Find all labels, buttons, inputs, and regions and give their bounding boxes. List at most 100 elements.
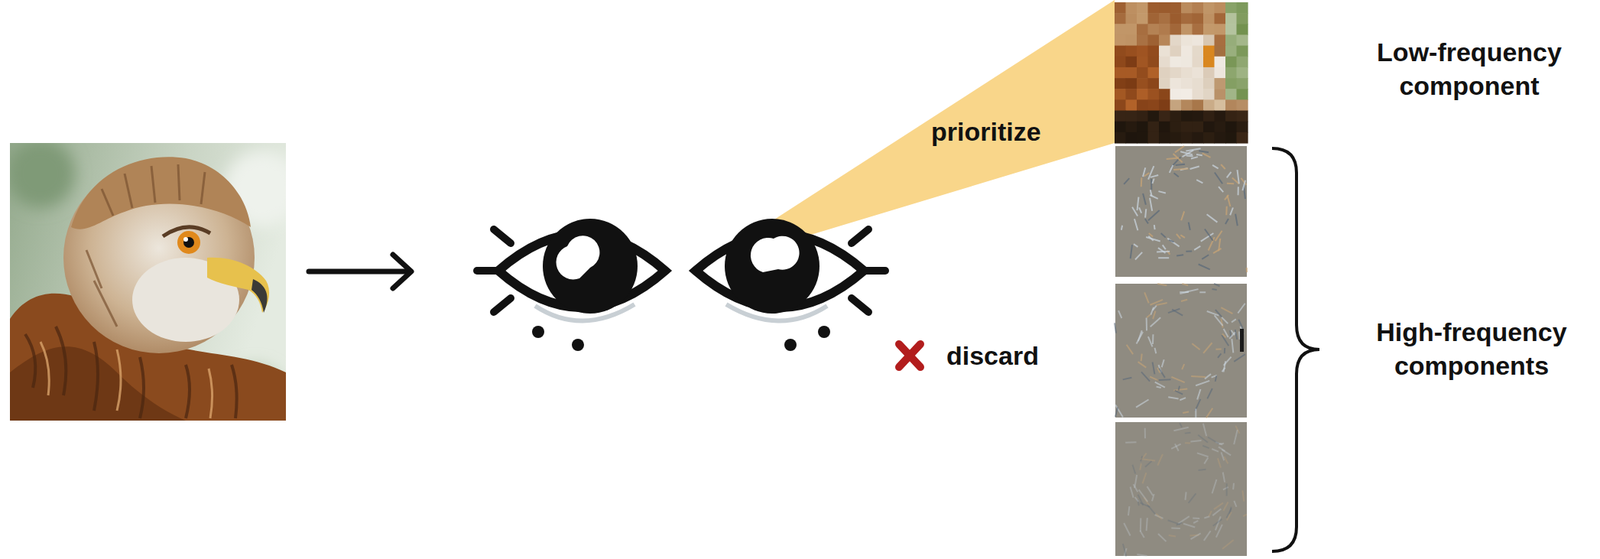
- edge-detail: [1144, 428, 1146, 439]
- pixel-block: [1214, 12, 1227, 25]
- edge-detail: [1148, 165, 1154, 180]
- edge-detail: [1216, 524, 1223, 538]
- edge-detail: [1150, 317, 1161, 327]
- edge-detail: [1135, 399, 1149, 407]
- pixel-block: [1158, 99, 1171, 111]
- pixel-block: [1181, 23, 1193, 36]
- pixel-block: [1203, 67, 1215, 79]
- edge-detail: [1126, 344, 1133, 354]
- pixel-block: [1136, 34, 1149, 46]
- pixel-block: [1136, 45, 1149, 58]
- edge-detail: [1139, 463, 1142, 471]
- pixel-block: [1114, 88, 1127, 101]
- edge-detail: [1207, 437, 1220, 445]
- edge-detail: [1142, 453, 1147, 458]
- edge-detail: [1181, 363, 1185, 370]
- edge-detail: [1202, 152, 1211, 157]
- edge-detail: [1152, 311, 1156, 320]
- edge-detail: [1149, 299, 1163, 306]
- edge-detail: [1173, 427, 1188, 432]
- edge-detail: [1207, 214, 1218, 222]
- pixel-block: [1181, 2, 1193, 14]
- edge-detail: [1213, 519, 1223, 526]
- edge-detail: [1202, 445, 1210, 448]
- pixel-block: [1126, 56, 1138, 69]
- edge-detail: [1226, 182, 1234, 185]
- pixel-block: [1192, 121, 1205, 134]
- edge-detail: [1134, 474, 1137, 488]
- edge-detail: [1192, 516, 1200, 520]
- edge-detail: [1231, 338, 1234, 353]
- pixel-block: [1236, 67, 1249, 79]
- pixel-block: [1225, 121, 1237, 134]
- edge-detail: [1218, 238, 1221, 252]
- edge-detail: [1183, 523, 1195, 528]
- edge-detail: [1123, 522, 1130, 536]
- pixel-block: [1170, 2, 1182, 14]
- edge-detail: [1203, 342, 1212, 354]
- edge-detail: [1190, 165, 1200, 169]
- edge-detail: [1173, 153, 1183, 163]
- pixel-block: [1203, 110, 1215, 123]
- edge-detail: [1223, 472, 1225, 483]
- edge-detail: [1145, 460, 1153, 468]
- pixel-block: [1192, 12, 1205, 25]
- edge-detail: [1122, 377, 1133, 380]
- pixel-block: [1203, 12, 1215, 25]
- edge-detail: [1211, 448, 1219, 452]
- edge-detail: [1140, 177, 1143, 187]
- pixel-block: [1236, 132, 1249, 144]
- pixel-block: [1203, 99, 1215, 111]
- pixel-block: [1192, 56, 1205, 69]
- edge-detail: [1140, 458, 1156, 461]
- pixel-block: [1148, 34, 1160, 46]
- pixel-block: [1148, 132, 1160, 144]
- pixel-block: [1158, 12, 1171, 25]
- edge-detail: [1134, 218, 1138, 231]
- edge-detail: [1221, 367, 1225, 372]
- edge-detail: [1149, 197, 1153, 211]
- pixel-block: [1170, 45, 1182, 58]
- edge-detail: [1191, 343, 1200, 350]
- edge-detail: [1138, 330, 1143, 341]
- edge-detail: [1188, 222, 1191, 231]
- edge-detail: [1222, 333, 1226, 338]
- edge-detail: [1152, 362, 1156, 375]
- edge-detail: [1114, 322, 1117, 333]
- edge-detail: [1243, 514, 1247, 517]
- pixel-block: [1225, 12, 1237, 25]
- pixel-block: [1170, 110, 1182, 123]
- pixel-block: [1136, 23, 1149, 36]
- pixel-block: [1225, 56, 1237, 69]
- edge-detail: [1138, 361, 1147, 368]
- pixel-block: [1203, 132, 1215, 144]
- edge-detail: [1158, 191, 1166, 193]
- edge-detail: [1213, 248, 1221, 254]
- edge-detail: [1184, 431, 1192, 435]
- pixel-block: [1158, 45, 1171, 58]
- pixel-block: [1214, 77, 1227, 90]
- pixel-block: [1236, 88, 1249, 101]
- edge-detail: [1207, 388, 1213, 399]
- edge-detail: [1139, 518, 1143, 532]
- pixel-block: [1203, 34, 1215, 46]
- edge-detail: [1158, 533, 1167, 542]
- edge-detail: [1178, 386, 1181, 391]
- edge-detail: [1225, 218, 1229, 224]
- pixel-block: [1181, 56, 1193, 69]
- pixel-block: [1126, 34, 1138, 46]
- edge-detail: [1188, 493, 1197, 503]
- edge-detail: [1233, 500, 1237, 507]
- pixel-block: [1126, 99, 1138, 111]
- pixel-block: [1236, 56, 1249, 69]
- edge-detail: [1123, 178, 1130, 185]
- pixel-block: [1214, 67, 1227, 79]
- edge-detail: [1150, 307, 1154, 315]
- pixel-block: [1148, 110, 1160, 123]
- edge-detail: [1191, 156, 1198, 159]
- pixel-block: [1158, 121, 1171, 134]
- pixel-block: [1214, 23, 1227, 36]
- pixel-block: [1225, 67, 1237, 79]
- edge-detail: [1220, 451, 1224, 461]
- edge-detail: [1198, 150, 1209, 153]
